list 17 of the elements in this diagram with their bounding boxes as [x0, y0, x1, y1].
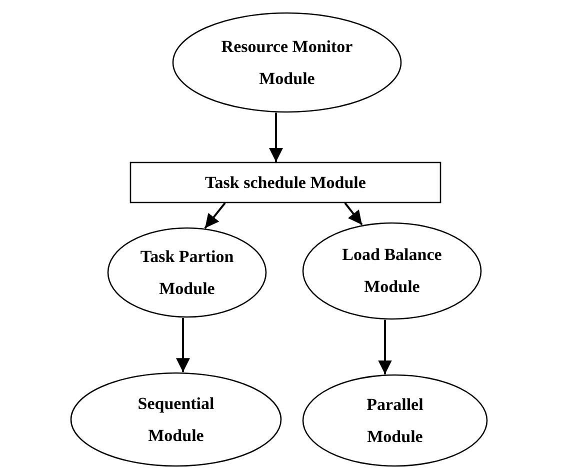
- node-label: Sequential Module: [136, 392, 216, 446]
- arrow: [204, 202, 226, 229]
- node-label: Task schedule Module: [204, 172, 367, 194]
- arrow: [378, 320, 392, 374]
- node-label: Load Balance Module: [341, 244, 443, 298]
- arrow: [176, 318, 190, 372]
- process-ellipse: [70, 372, 282, 467]
- process-ellipse: [172, 12, 402, 113]
- node-label: Resource Monitor Module: [220, 36, 354, 90]
- node-label: Parallel Module: [366, 394, 424, 448]
- arrow: [344, 202, 363, 226]
- process-ellipse: [107, 227, 267, 318]
- arrow: [269, 112, 283, 162]
- process-ellipse: [302, 222, 482, 320]
- process-box: [130, 162, 441, 203]
- node-label: Task Partion Module: [139, 246, 235, 300]
- process-ellipse: [302, 374, 488, 467]
